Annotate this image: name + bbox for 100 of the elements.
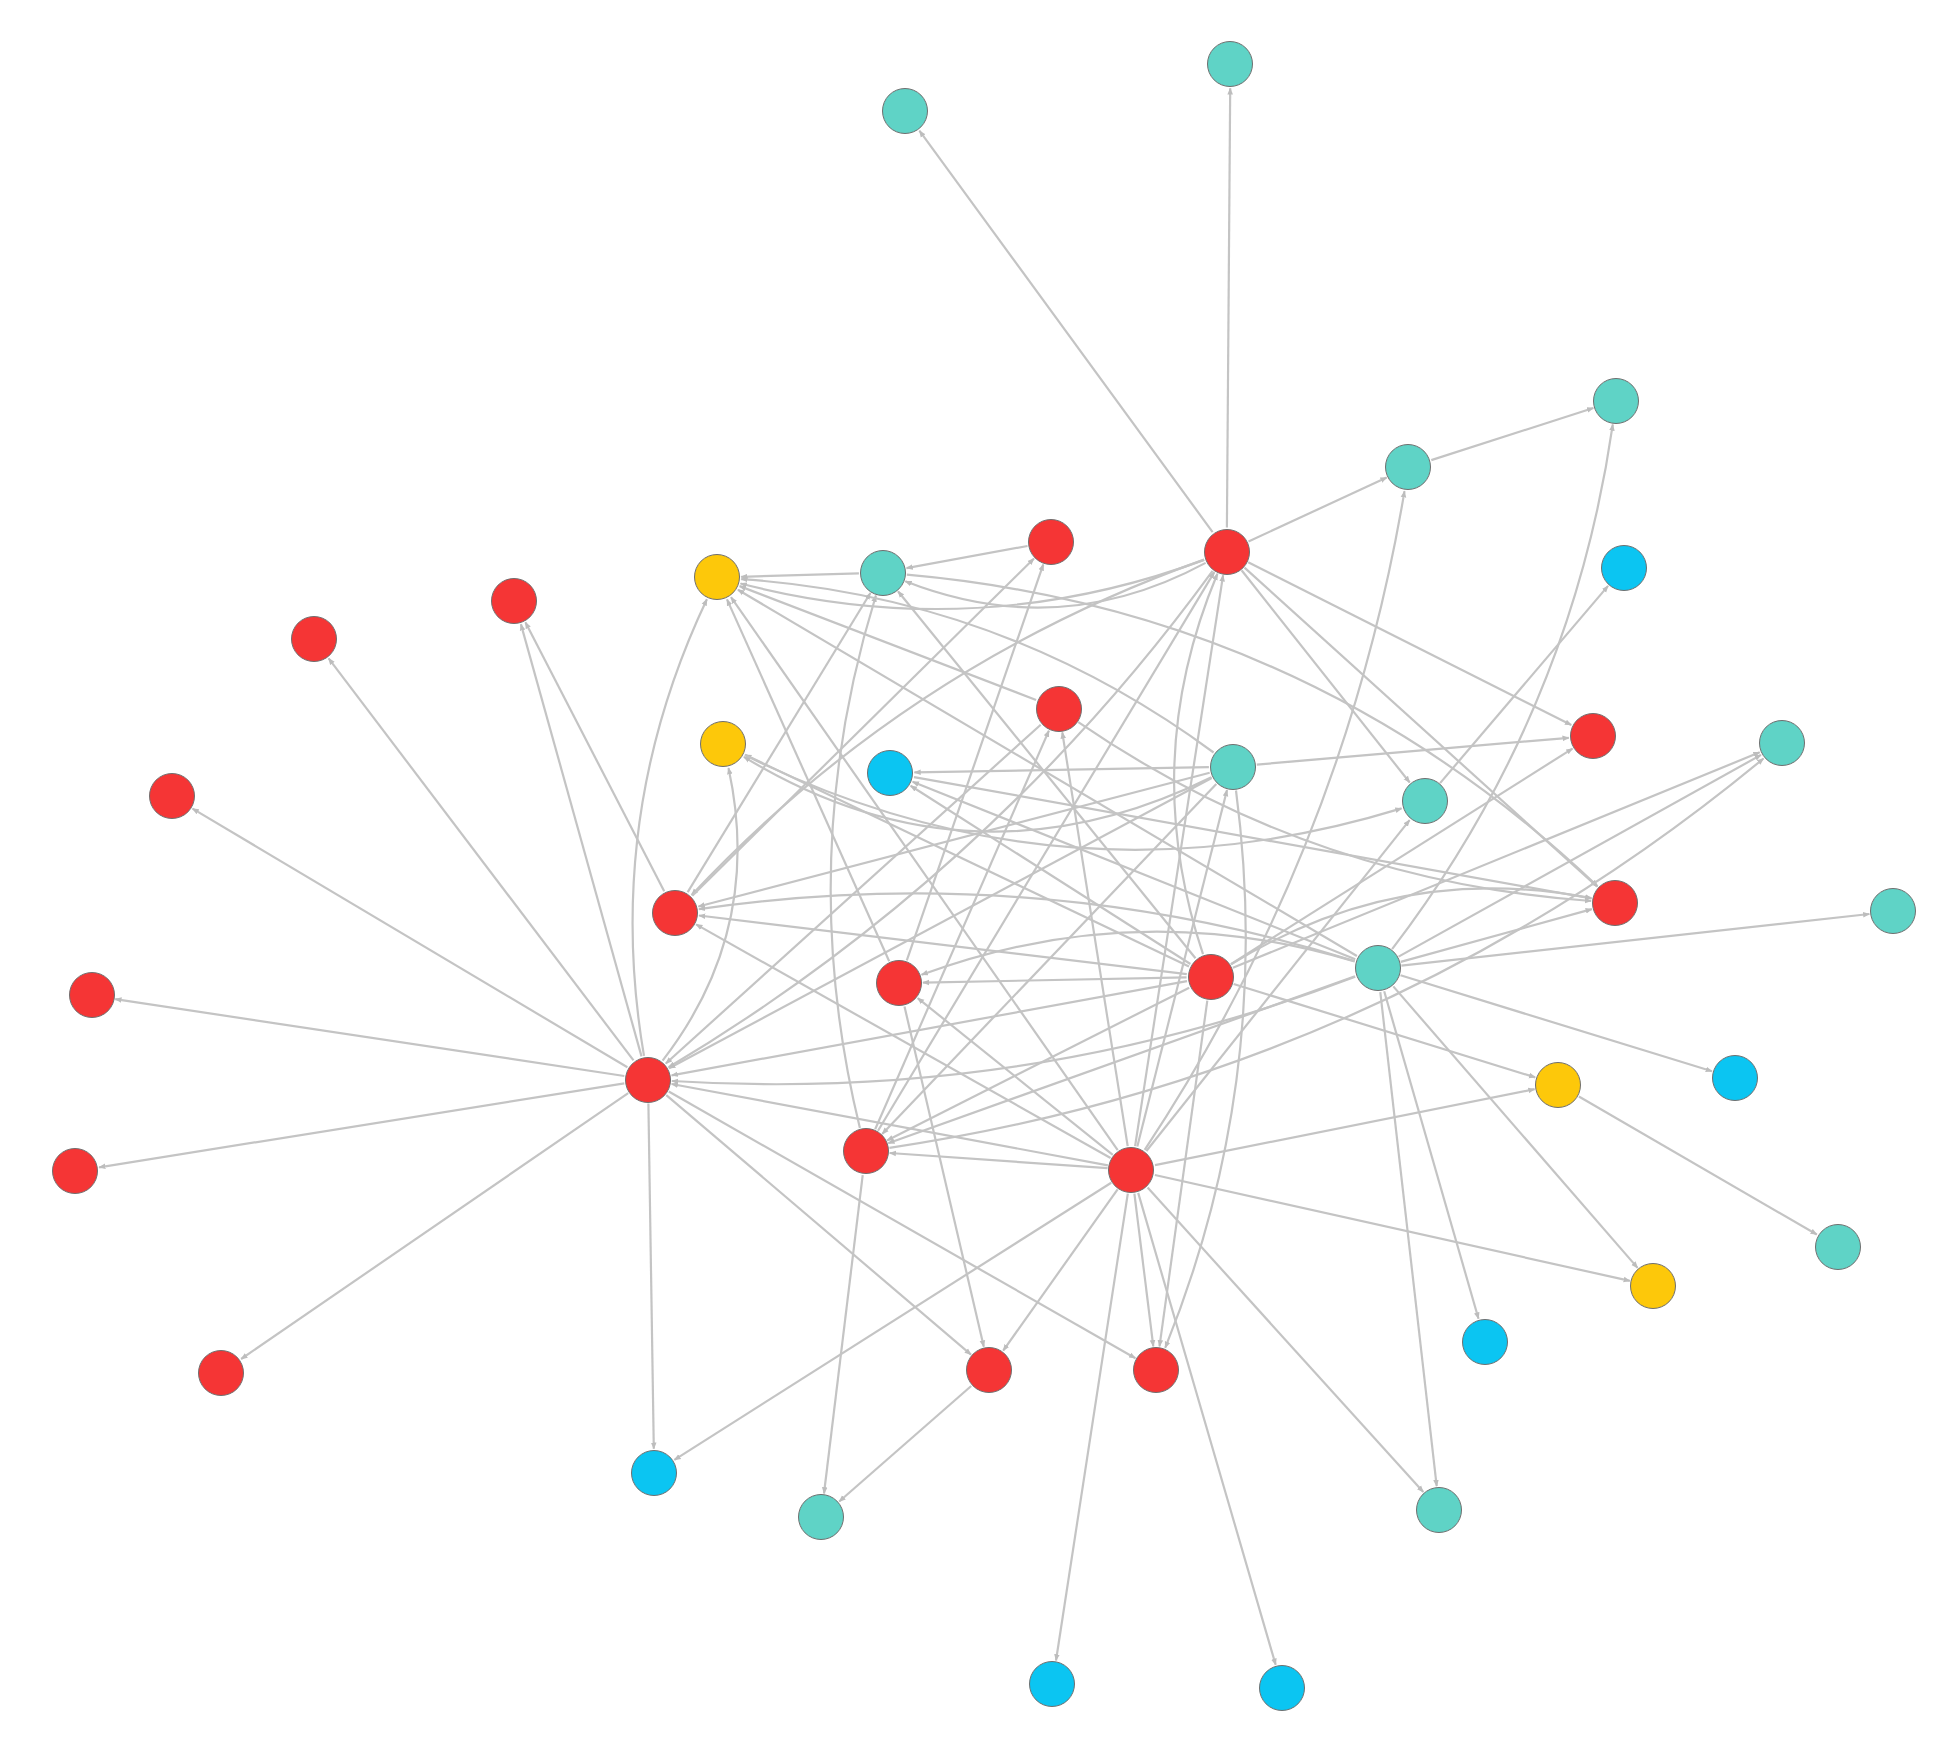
arrow [881, 783, 1218, 1135]
arrow [910, 784, 1191, 965]
arrow [730, 596, 1119, 1151]
arrow [1154, 1173, 1631, 1283]
network-node [859, 549, 906, 596]
arrow [1002, 1188, 1119, 1352]
arrow [1164, 790, 1247, 1349]
arrow [1232, 751, 1761, 969]
network-node [1401, 778, 1448, 825]
arrow [98, 1082, 625, 1170]
arrow [1134, 574, 1225, 1147]
arrow [697, 771, 1210, 908]
arrow [1077, 721, 1592, 904]
arrow [889, 757, 1765, 1149]
arrow [698, 913, 1187, 976]
arrow [691, 557, 1035, 897]
arrow [886, 986, 1190, 1142]
arrow [822, 1174, 864, 1495]
arrow [1233, 982, 1536, 1079]
network-node [1758, 720, 1805, 767]
arrow [897, 590, 1197, 959]
arrow [661, 767, 739, 1062]
arrow [1060, 731, 1129, 1147]
arrow [743, 755, 1212, 833]
arrow [888, 1150, 1108, 1170]
arrow [695, 923, 1112, 1159]
network-node [631, 1449, 678, 1496]
arrow [1398, 753, 1762, 958]
network-node [198, 1349, 245, 1396]
network-node [1592, 879, 1638, 926]
arrow [1400, 974, 1713, 1073]
network-node [1416, 1486, 1463, 1533]
arrow [829, 594, 877, 1129]
network-node [1187, 953, 1234, 1000]
arrow [1248, 476, 1388, 543]
network-node [1133, 1347, 1180, 1394]
arrow [1392, 985, 1639, 1269]
network-node [1108, 1146, 1155, 1193]
arrow [737, 588, 1358, 957]
arrow [1379, 991, 1439, 1487]
network-node [1203, 528, 1250, 575]
arrow [918, 130, 1214, 533]
network-node [867, 749, 914, 796]
arrow [1383, 991, 1480, 1320]
arrow [631, 598, 708, 1057]
arrow [1439, 585, 1609, 784]
arrow [670, 980, 1188, 1077]
arrow [905, 563, 1045, 961]
arrow [673, 1181, 1112, 1461]
arrow [740, 576, 1215, 754]
arrow [668, 1090, 1136, 1360]
network-node [966, 1347, 1013, 1394]
arrow [1240, 569, 1411, 784]
arrow [1401, 911, 1871, 967]
arrow [690, 558, 1205, 896]
arrow [920, 930, 1355, 976]
arrow [740, 572, 859, 580]
arrow [906, 573, 1599, 887]
arrow [1247, 561, 1572, 726]
arrow [240, 1092, 629, 1360]
network-node [876, 960, 922, 1007]
arrow [1225, 87, 1233, 528]
arrow [1430, 406, 1595, 462]
arrow [726, 598, 891, 962]
network-node [1600, 544, 1647, 591]
arrow [1578, 1095, 1818, 1236]
arrow [114, 997, 625, 1078]
arrow [647, 1103, 657, 1450]
network-node [491, 578, 538, 624]
arrow [1400, 908, 1593, 963]
arrow [911, 780, 1356, 961]
arrow [1054, 1193, 1129, 1662]
network-node [1035, 685, 1082, 732]
arrow [519, 623, 643, 1057]
network-node [1569, 712, 1616, 759]
arrow [671, 975, 1356, 1086]
network-node [291, 616, 338, 663]
network-node [798, 1494, 845, 1541]
arrow [1146, 1186, 1425, 1493]
network-node [700, 721, 747, 768]
network-node [1535, 1061, 1582, 1108]
arrow [738, 585, 1037, 702]
arrow [904, 561, 1207, 609]
arrow [1243, 566, 1598, 888]
arrow [1154, 1087, 1536, 1167]
arrow [739, 558, 1205, 611]
network-node [1209, 743, 1256, 790]
arrow [838, 1385, 972, 1503]
arrow [191, 807, 628, 1069]
arrow [905, 544, 1028, 570]
arrow [1173, 573, 1219, 955]
network-node [1354, 945, 1401, 992]
network-node [694, 554, 741, 601]
arrow [1136, 789, 1229, 1147]
arrow [744, 753, 1190, 968]
arrow [1133, 1193, 1156, 1347]
arrow [327, 657, 635, 1062]
arrow [1145, 819, 1411, 1152]
arrow [917, 997, 1114, 1156]
arrow [913, 776, 1593, 901]
